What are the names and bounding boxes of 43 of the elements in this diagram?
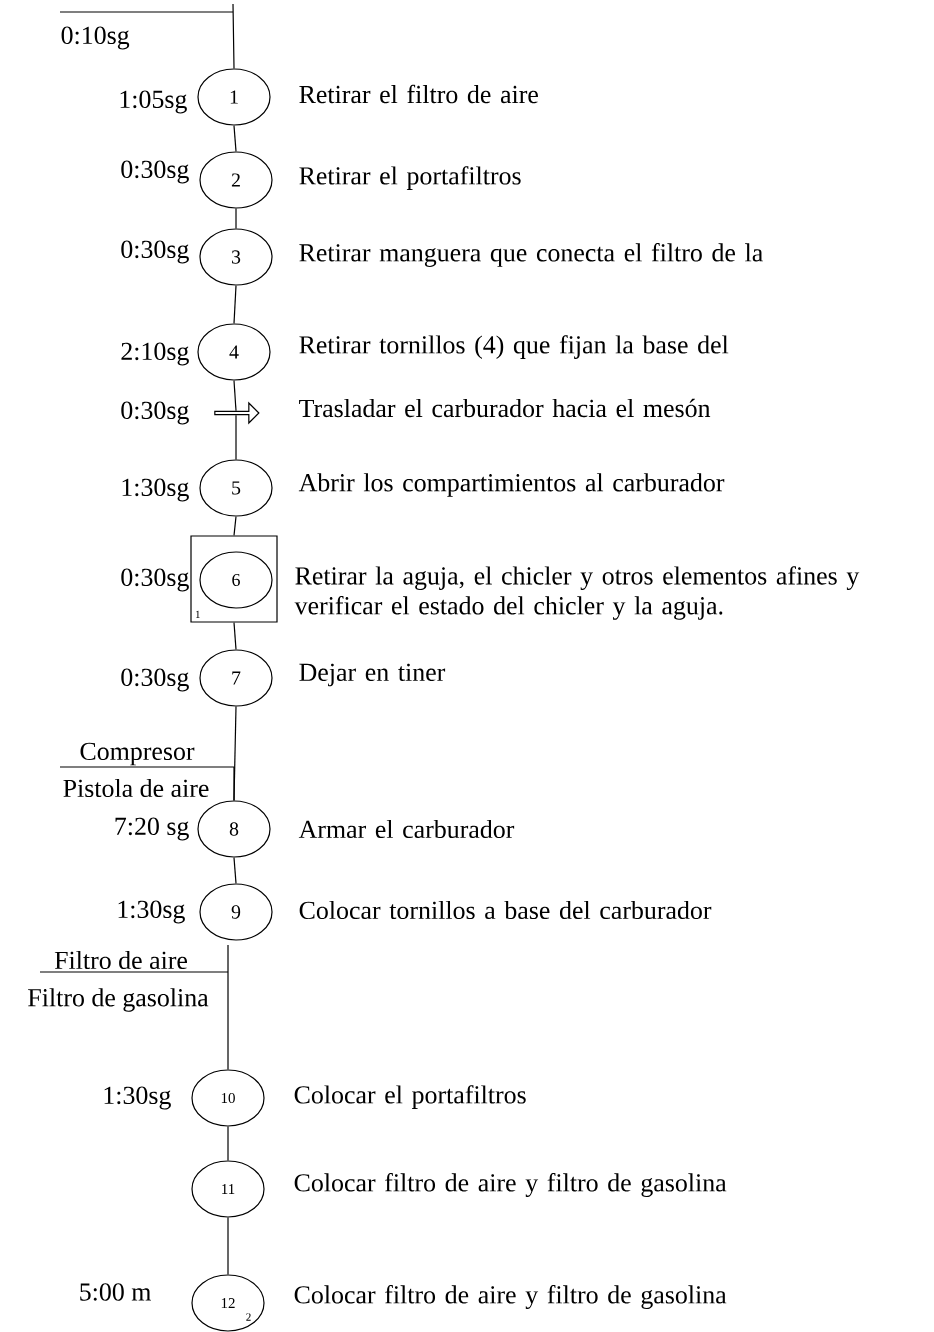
step-description: Retirar manguera que conecta el filtro de la [299, 243, 763, 267]
time-label: 1:30sg [122, 478, 189, 502]
connector-line [235, 414, 237, 460]
connector-line [227, 1217, 229, 1275]
time-label: 2:10sg [121, 342, 189, 366]
time-label: 0:30sg [121, 401, 189, 425]
input-label: Filtro de aire [54, 950, 187, 970]
input-label: 0:10sg [61, 26, 130, 50]
connector-line [233, 380, 237, 412]
input-line [59, 766, 235, 801]
step-description: Colocar filtro de aire y filtro de gasolina [294, 1173, 727, 1197]
time-label: 0:30sg [121, 668, 189, 692]
step-description: Colocar el portafiltros [294, 1085, 526, 1109]
connector-line [227, 1126, 229, 1161]
step-description: Retirar la aguja, el chicler y otros elementos afines y verificar el estado del chicler y la aguja. [294, 566, 860, 620]
connector-line [233, 857, 237, 884]
step-description: Retirar el portafiltros [299, 166, 521, 190]
time-label: 1:05sg [120, 90, 187, 114]
step-description: Armar el carburador [298, 819, 515, 839]
connector-line [233, 285, 237, 324]
time-label: 0:30sg [121, 240, 189, 264]
step-description: Trasladar el carburador hacia el mesón [299, 398, 711, 418]
time-label: 0:30sg [121, 160, 189, 184]
connector-line [235, 208, 237, 229]
time-label: 1:30sg [118, 900, 185, 924]
time-label: 7:20 sg [115, 817, 189, 841]
step-description: Colocar filtro de aire y filtro de gasolina [294, 1285, 727, 1309]
input-line [39, 944, 229, 1070]
step-description: Colocar tornillos a base del carburador [299, 900, 712, 920]
step-description: Retirar tornillos (4) que fijan la base del [299, 335, 729, 359]
step-description: Abrir los compartimientos al carburador [298, 473, 725, 497]
time-label: 0:30sg [121, 568, 189, 592]
connector-line [233, 516, 237, 536]
input-label: Pistola de aire [63, 778, 209, 798]
step-description: Retirar el filtro de aire [299, 84, 538, 104]
time-label: 5:00 m [80, 1283, 151, 1301]
input-line [59, 3, 235, 69]
input-label: Compresor [80, 742, 195, 766]
step-description: Dejar en tiner [299, 663, 446, 687]
connector-line [233, 622, 237, 650]
input-label: Filtro de gasolina [28, 988, 209, 1012]
time-label: 1:30sg [104, 1086, 171, 1110]
connector-line [233, 125, 237, 152]
